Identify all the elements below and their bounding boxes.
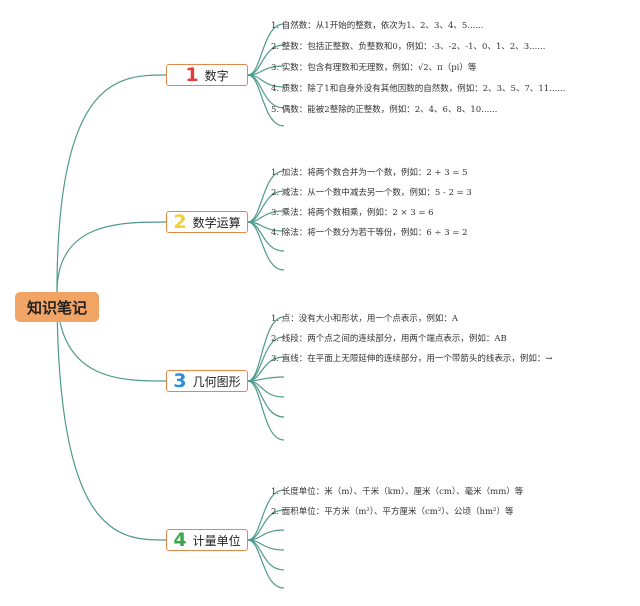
list-item: 4. 质数：除了1和自身外没有其他因数的自然数，例如：2、3、5、7、11...…: [271, 84, 566, 94]
list-item: 5. 偶数：能被2整除的正整数，例如：2、4、6、8、10......: [271, 105, 498, 115]
connector-line: [247, 539, 285, 571]
connector-line: [56, 221, 167, 293]
branch-label: 计量单位: [192, 533, 241, 548]
list-item: 3. 直线：在平面上无限延伸的连续部分，用一个带箭头的线表示，例如：→: [271, 354, 553, 364]
connector-line: [56, 74, 167, 293]
branch-label: 几何图形: [192, 374, 241, 389]
connector-line: [247, 380, 285, 418]
branch-node-numbers: 1 数字: [166, 64, 248, 86]
branch-number: 2: [173, 210, 187, 233]
list-item: 2. 整数：包括正整数、负整数和0，例如：-3、-2、-1、0、1、2、3...…: [271, 42, 546, 52]
branch-node-operations: 2 数学运算: [166, 211, 248, 233]
list-item: 3. 乘法：将两个数相乘，例如：2 × 3 = 6: [271, 208, 434, 218]
list-item: 1. 长度单位：米（m）、千米（km）、厘米（cm）、毫米（mm）等: [271, 487, 524, 497]
list-item: 2. 减法：从一个数中减去另一个数，例如：5 - 2 = 3: [271, 188, 472, 198]
connector-line: [247, 336, 285, 382]
branch-label: 数字: [204, 68, 229, 83]
connector-line: [247, 221, 285, 271]
root-node: 知识笔记: [15, 292, 99, 322]
branch-number: 3: [173, 369, 187, 392]
connector-line: [247, 380, 285, 441]
connector-line: [247, 539, 285, 589]
list-item: 4. 除法：将一个数分为若干等份，例如：6 ÷ 3 = 2: [271, 228, 468, 238]
branch-node-geometry: 3 几何图形: [166, 370, 248, 392]
branch-node-units: 4 计量单位: [166, 529, 248, 551]
root-title: 知识笔记: [26, 298, 87, 317]
branch-number: 1: [185, 63, 199, 86]
list-item: 1. 点：没有大小和形状，用一个点表示，例如：A: [271, 314, 458, 324]
branch-label: 数学运算: [192, 215, 241, 230]
list-item: 2. 面积单位：平方米（m²）、平方厘米（cm²）、公顷（hm²）等: [271, 507, 514, 517]
connector-line: [247, 316, 285, 382]
list-item: 1. 加法：将两个数合并为一个数，例如：2 + 3 = 5: [271, 168, 468, 178]
list-item: 2. 线段：两个点之间的连续部分，用两个端点表示，例如：AB: [271, 334, 507, 344]
connector-line: [247, 74, 285, 127]
connector-line: [56, 291, 167, 541]
list-item: 3. 实数：包含有理数和无理数，例如：√2、π（pi）等: [271, 63, 477, 73]
list-item: 1. 自然数：从1开始的整数，依次为1、2、3、4、5......: [271, 21, 484, 31]
branch-number: 4: [173, 528, 187, 551]
